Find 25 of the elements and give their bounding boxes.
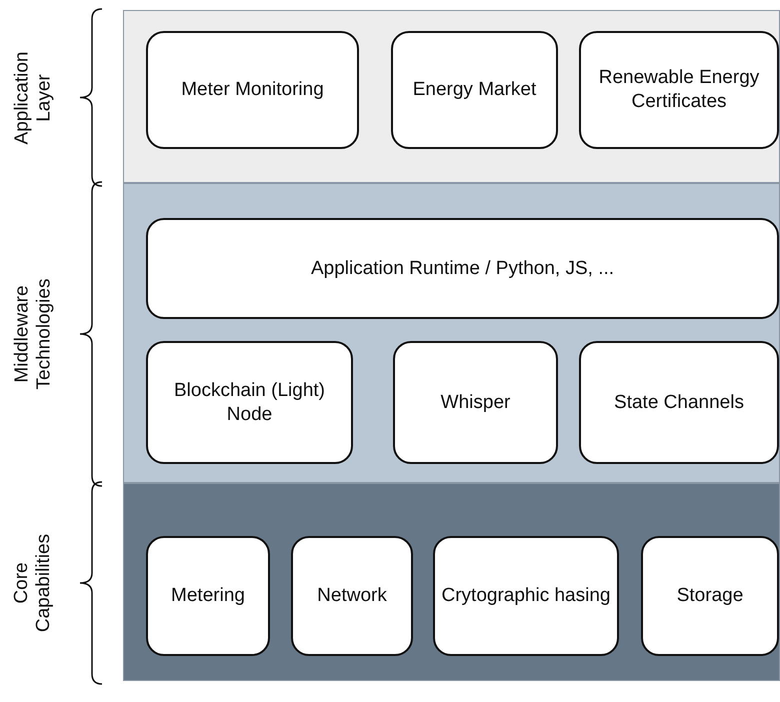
component-label: Crytographic hasing <box>442 584 610 608</box>
layer-label: Middleware Technologies <box>11 278 55 390</box>
component-label: Blockchain (Light) Node <box>172 378 326 426</box>
component-box <box>291 536 413 656</box>
component-label: Whisper <box>440 390 510 414</box>
component-box <box>146 218 779 319</box>
component-label: Metering <box>171 584 245 608</box>
component-label: Storage <box>676 584 744 608</box>
component-label: Application Runtime / Python, JS, ... <box>310 256 614 280</box>
component-box <box>391 31 558 149</box>
component-box <box>393 341 558 464</box>
component-box <box>579 341 779 464</box>
component-label: Meter Monitoring <box>181 78 324 102</box>
component-box <box>579 31 779 149</box>
component-label: Network <box>317 584 387 608</box>
component-label: Renewable Energy Certificates <box>598 66 760 114</box>
layer-label: Core Capabilities <box>11 534 55 632</box>
component-box <box>146 341 353 464</box>
layer-label: Application Layer <box>11 51 55 144</box>
component-box <box>641 536 779 656</box>
component-box <box>146 536 270 656</box>
component-box <box>433 536 619 656</box>
component-label: Energy Market <box>412 78 536 102</box>
component-label: State Channels <box>614 390 744 414</box>
component-box <box>146 31 359 149</box>
